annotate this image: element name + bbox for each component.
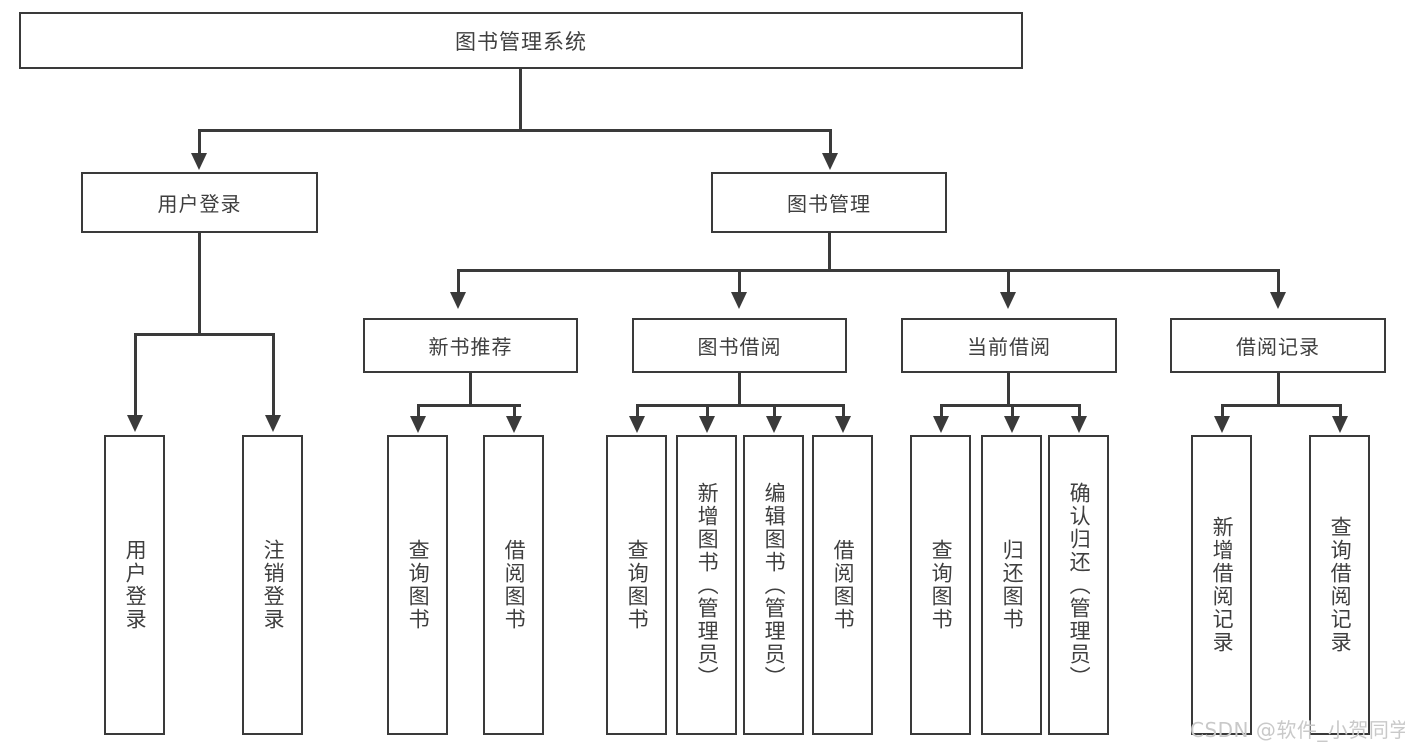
node-root-system[interactable]: 图书管理系统 xyxy=(19,12,1023,69)
arrowhead-newbook-1 xyxy=(410,416,426,433)
connector-drop-borrowrecord-2 xyxy=(1339,404,1342,418)
arrowhead-currentborrow-2 xyxy=(1004,416,1020,433)
node-book-manage[interactable]: 图书管理 xyxy=(711,172,947,233)
leaf-label: 编辑图书（管理员） xyxy=(762,481,787,689)
connector-drop-borrowrecord-1 xyxy=(1221,404,1224,418)
leaf-borrowrecord-query-record[interactable]: 查询借阅记录 xyxy=(1309,435,1370,735)
leaf-label: 确认归还（管理员） xyxy=(1067,481,1092,689)
arrowhead-borrowrecord-2 xyxy=(1332,416,1348,433)
arrowhead-bookborrow-2 xyxy=(699,416,715,433)
arrowhead-borrow-record xyxy=(1270,292,1286,309)
connector-drop-bookborrow-1 xyxy=(636,404,639,418)
connector-drop-login-2 xyxy=(272,333,275,417)
node-user-login[interactable]: 用户登录 xyxy=(81,172,318,233)
leaf-label: 借阅图书 xyxy=(831,539,856,631)
leaf-bookborrow-add-book[interactable]: 新增图书（管理员） xyxy=(676,435,737,735)
arrowhead-borrowrecord-1 xyxy=(1214,416,1230,433)
connector-drop-bookborrow-2 xyxy=(706,404,709,418)
connector-drop-user-login xyxy=(198,129,201,156)
node-book-borrow[interactable]: 图书借阅 xyxy=(632,318,847,373)
leaf-label: 查询借阅记录 xyxy=(1328,516,1353,654)
node-new-book-recommend[interactable]: 新书推荐 xyxy=(363,318,578,373)
arrowhead-new-book xyxy=(450,292,466,309)
arrowhead-currentborrow-1 xyxy=(933,416,949,433)
leaf-currentborrow-return-book[interactable]: 归还图书 xyxy=(981,435,1042,735)
connector-drop-newbook-2 xyxy=(513,404,516,418)
node-borrow-record[interactable]: 借阅记录 xyxy=(1170,318,1386,373)
leaf-label: 用户登录 xyxy=(123,539,148,631)
connector-drop-book-manage xyxy=(829,129,832,156)
node-label: 图书管理 xyxy=(787,192,871,216)
arrowhead-bookborrow-1 xyxy=(629,416,645,433)
arrowhead-user-login xyxy=(191,153,207,170)
connector-drop-currentborrow-1 xyxy=(940,404,943,418)
node-label: 新书推荐 xyxy=(428,335,513,359)
connector-drop-bookborrow-4 xyxy=(842,404,845,418)
connector-borrowrecord-stem xyxy=(1277,373,1280,406)
leaf-label: 查询图书 xyxy=(406,539,431,631)
arrowhead-book-borrow xyxy=(731,292,747,309)
node-label: 用户登录 xyxy=(157,192,242,216)
leaf-label: 新增借阅记录 xyxy=(1210,516,1235,654)
arrowhead-bookborrow-3 xyxy=(766,416,782,433)
arrowhead-current-borrow xyxy=(1000,292,1016,309)
node-label: 图书借阅 xyxy=(697,335,782,359)
leaf-logout-login[interactable]: 注销登录 xyxy=(242,435,303,735)
arrowhead-currentborrow-3 xyxy=(1071,416,1087,433)
leaf-bookborrow-query-book[interactable]: 查询图书 xyxy=(606,435,667,735)
arrowhead-bookborrow-4 xyxy=(835,416,851,433)
leaf-label: 查询图书 xyxy=(625,539,650,631)
connector-level1-bus xyxy=(198,129,831,132)
leaf-label: 借阅图书 xyxy=(502,539,527,631)
connector-newbook-bus xyxy=(417,404,521,407)
connector-drop-borrow-record xyxy=(1277,269,1280,294)
leaf-label: 查询图书 xyxy=(929,539,954,631)
connector-root-stem xyxy=(519,69,522,131)
node-label: 图书管理系统 xyxy=(455,29,587,54)
arrowhead-newbook-2 xyxy=(506,416,522,433)
connector-drop-current-borrow xyxy=(1007,269,1010,294)
leaf-label: 注销登录 xyxy=(261,539,286,631)
connector-borrowrecord-bus xyxy=(1221,404,1342,407)
connector-currentborrow-bus xyxy=(940,404,1080,407)
connector-newbook-stem xyxy=(469,373,472,406)
node-label: 借阅记录 xyxy=(1236,335,1320,359)
leaf-newbook-borrow-book[interactable]: 借阅图书 xyxy=(483,435,544,735)
leaf-label: 归还图书 xyxy=(1000,539,1025,631)
connector-user-login-stem xyxy=(198,233,201,335)
leaf-user-login[interactable]: 用户登录 xyxy=(104,435,165,735)
leaf-currentborrow-confirm-return[interactable]: 确认归还（管理员） xyxy=(1048,435,1109,735)
connector-drop-book-borrow xyxy=(738,269,741,294)
connector-bookborrow-stem xyxy=(738,373,741,406)
connector-drop-currentborrow-2 xyxy=(1011,404,1014,418)
connector-currentborrow-stem xyxy=(1007,373,1010,406)
connector-bookborrow-bus xyxy=(636,404,845,407)
connector-drop-new-book xyxy=(457,269,460,294)
node-current-borrow[interactable]: 当前借阅 xyxy=(901,318,1117,373)
leaf-bookborrow-borrow-book[interactable]: 借阅图书 xyxy=(812,435,873,735)
arrowhead-book-manage xyxy=(822,153,838,170)
connector-drop-currentborrow-3 xyxy=(1078,404,1081,418)
leaf-borrowrecord-add-record[interactable]: 新增借阅记录 xyxy=(1191,435,1252,735)
leaf-label: 新增图书（管理员） xyxy=(695,481,720,689)
arrowhead-login-2 xyxy=(265,415,281,432)
node-label: 当前借阅 xyxy=(967,335,1051,359)
connector-drop-newbook-1 xyxy=(417,404,420,418)
leaf-currentborrow-query-book[interactable]: 查询图书 xyxy=(910,435,971,735)
leaf-bookborrow-edit-book[interactable]: 编辑图书（管理员） xyxy=(743,435,804,735)
leaf-newbook-query-book[interactable]: 查询图书 xyxy=(387,435,448,735)
arrowhead-login-1 xyxy=(127,415,143,432)
connector-drop-login-1 xyxy=(134,333,137,417)
connector-book-manage-stem xyxy=(828,233,831,272)
connector-level3-bus xyxy=(457,269,1279,272)
connector-drop-bookborrow-3 xyxy=(773,404,776,418)
connector-user-login-bus xyxy=(134,333,273,336)
